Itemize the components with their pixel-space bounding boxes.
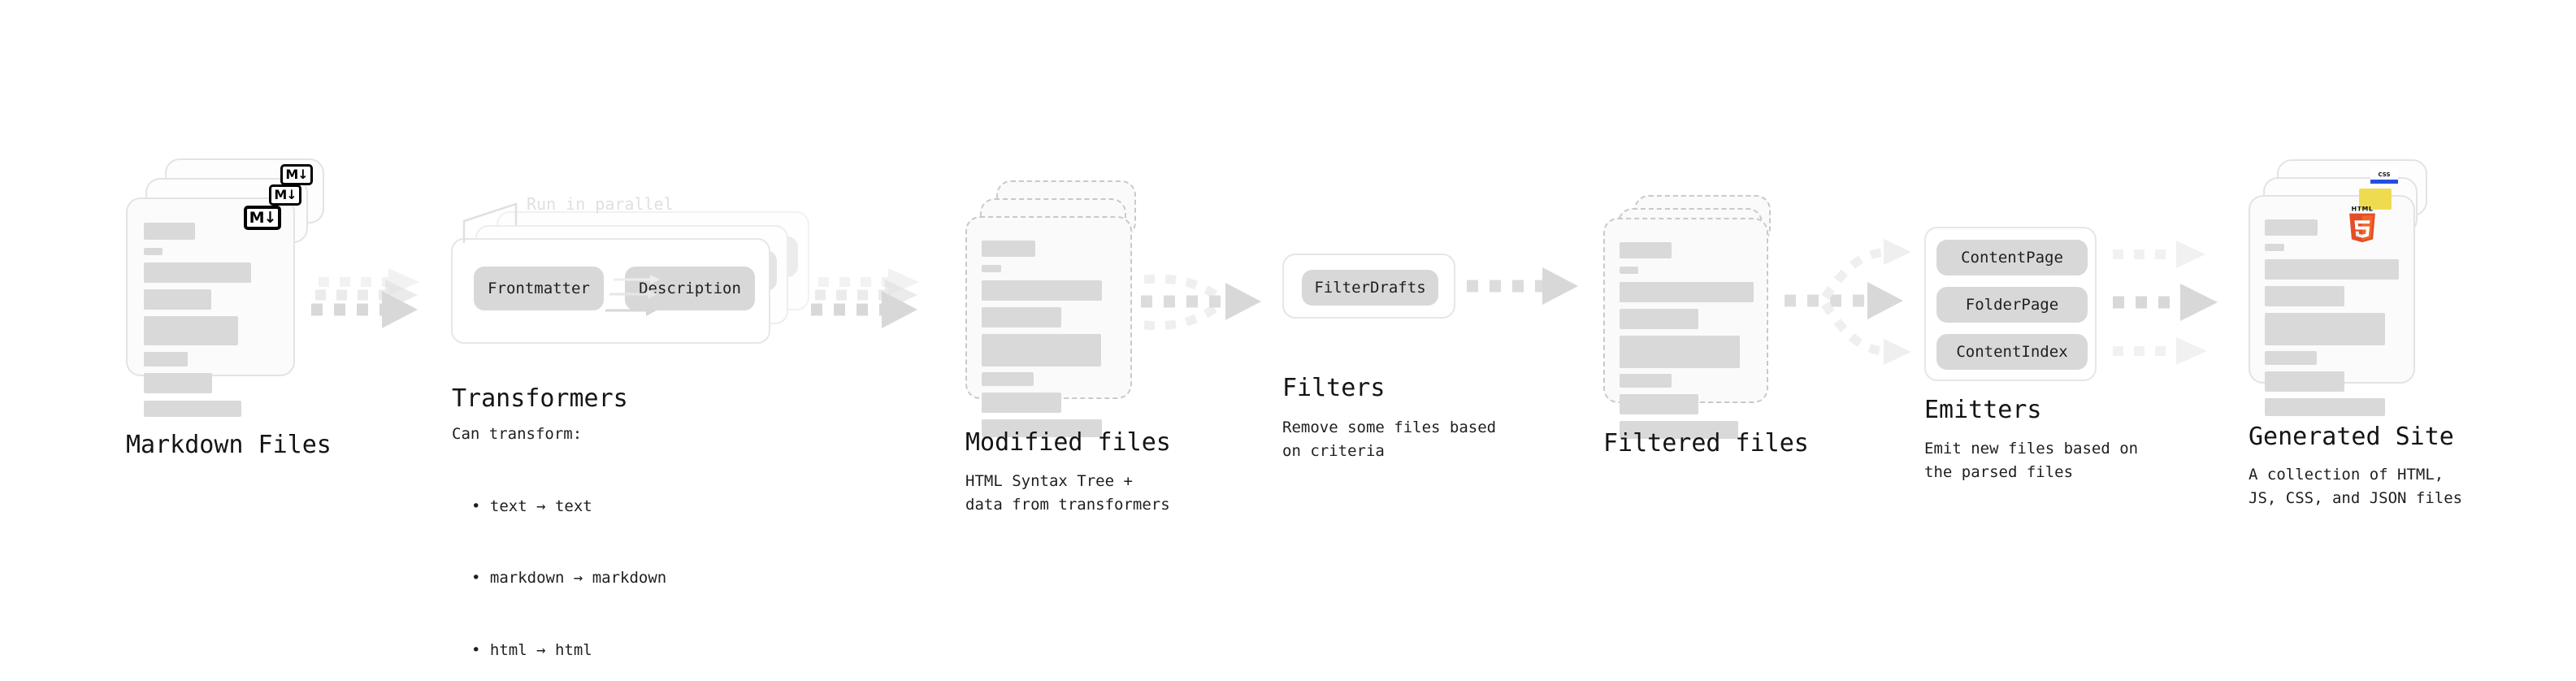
- skeleton-line: [144, 223, 195, 240]
- connector-modified-to-filters: [1141, 274, 1261, 331]
- transformers-bullet-item: • markdown → markdown: [471, 569, 667, 588]
- generated-site-description: A collection of HTML, JS, CSS, and JSON …: [2249, 466, 2463, 508]
- transformers-box-front: Frontmatter Description: [451, 238, 770, 344]
- markdown-badge: M↓: [280, 164, 313, 185]
- transformer-pill-description[interactable]: Description: [625, 267, 755, 310]
- html5-badge: HTML: [2344, 205, 2380, 247]
- transformer-pill-frontmatter[interactable]: Frontmatter: [474, 267, 604, 310]
- transformers-title: Transformers: [452, 384, 628, 413]
- transformers-bullet-item: • text → text: [471, 497, 592, 515]
- skeleton-line: [2265, 219, 2318, 236]
- transformers-bullet-item: • html → html: [471, 640, 592, 659]
- skeleton-line: [144, 316, 238, 345]
- css-badge-label: CSS: [2378, 171, 2391, 178]
- filters-box: FilterDrafts: [1282, 254, 1455, 319]
- skeleton-line: [1620, 374, 1672, 388]
- filtered-files-title: Filtered files: [1603, 429, 1809, 458]
- filter-pill-filterdrafts[interactable]: FilterDrafts: [1302, 270, 1438, 306]
- connector-filters-to-filtered: [1467, 267, 1578, 305]
- filtered-card-front: [1603, 218, 1768, 439]
- skeleton-line: [144, 373, 212, 393]
- emitters-title: Emitters: [1924, 396, 2042, 424]
- emitter-pill-contentpage[interactable]: ContentPage: [1936, 240, 2088, 275]
- skeleton-line: [144, 289, 211, 310]
- transformers-description: Can transform:: [452, 425, 583, 443]
- skeleton-line: [2265, 351, 2317, 365]
- skeleton-line: [144, 401, 241, 417]
- skeleton-line: [982, 393, 1061, 413]
- markdown-badge: M↓: [269, 184, 301, 206]
- skeleton-line: [144, 352, 188, 367]
- modified-files-description: HTML Syntax Tree + data from transformer…: [965, 472, 1170, 514]
- generated-card-front: [2249, 195, 2415, 416]
- skeleton-line: [1620, 336, 1740, 368]
- js-badge: [2359, 189, 2392, 210]
- skeleton-line: [2265, 286, 2344, 306]
- svg-text:HTML: HTML: [2352, 206, 2374, 212]
- skeleton-line: [982, 372, 1034, 386]
- connector-emitters-to-site: [2113, 241, 2218, 365]
- skeleton-line: [2265, 244, 2284, 251]
- skeleton-line: [1620, 421, 1738, 439]
- skeleton-line: [1620, 242, 1672, 258]
- skeleton-line: [144, 262, 251, 283]
- emitters-description: Emit new files based on the parsed files: [1924, 440, 2139, 482]
- skeleton-line: [982, 280, 1102, 301]
- transformers-bullets: • text → text • markdown → markdown • ht…: [460, 447, 666, 681]
- emitter-pill-contentindex[interactable]: ContentIndex: [1936, 334, 2088, 370]
- css-badge: CSS: [2370, 166, 2398, 184]
- connector-filtered-to-emitters: [1785, 239, 1911, 365]
- skeleton-line: [982, 334, 1101, 367]
- skeleton-line: [2265, 371, 2344, 392]
- modified-card-front: [965, 216, 1132, 437]
- skeleton-line: [1620, 267, 1638, 274]
- emitters-box: ContentPage FolderPage ContentIndex: [1924, 227, 2097, 381]
- modified-files-title: Modified files: [965, 428, 1171, 457]
- connector-md-to-transformers: [311, 268, 419, 328]
- markdown-card-front: [126, 197, 295, 417]
- connector-transformers-to-modified: [811, 268, 919, 328]
- skeleton-line: [2265, 259, 2399, 280]
- markdown-badge: M↓: [244, 206, 281, 230]
- css-badge-bar: [2370, 180, 2398, 184]
- skeleton-line: [1620, 394, 1698, 414]
- skeleton-line: [982, 307, 1061, 327]
- skeleton-line: [982, 241, 1035, 257]
- emitter-pill-folderpage[interactable]: FolderPage: [1936, 287, 2088, 323]
- skeleton-line: [982, 419, 1102, 437]
- skeleton-line: [1620, 309, 1698, 329]
- run-in-parallel-note: Run in parallel: [527, 194, 674, 214]
- generated-site-title: Generated Site: [2249, 423, 2454, 451]
- markdown-files-title: Markdown Files: [126, 431, 332, 459]
- filters-title: Filters: [1282, 374, 1386, 402]
- skeleton-line: [2265, 313, 2385, 345]
- skeleton-line: [982, 265, 1001, 272]
- skeleton-line: [2265, 398, 2385, 416]
- skeleton-line: [1620, 282, 1754, 302]
- filters-description: Remove some files based on criteria: [1282, 419, 1497, 461]
- skeleton-line: [144, 248, 163, 255]
